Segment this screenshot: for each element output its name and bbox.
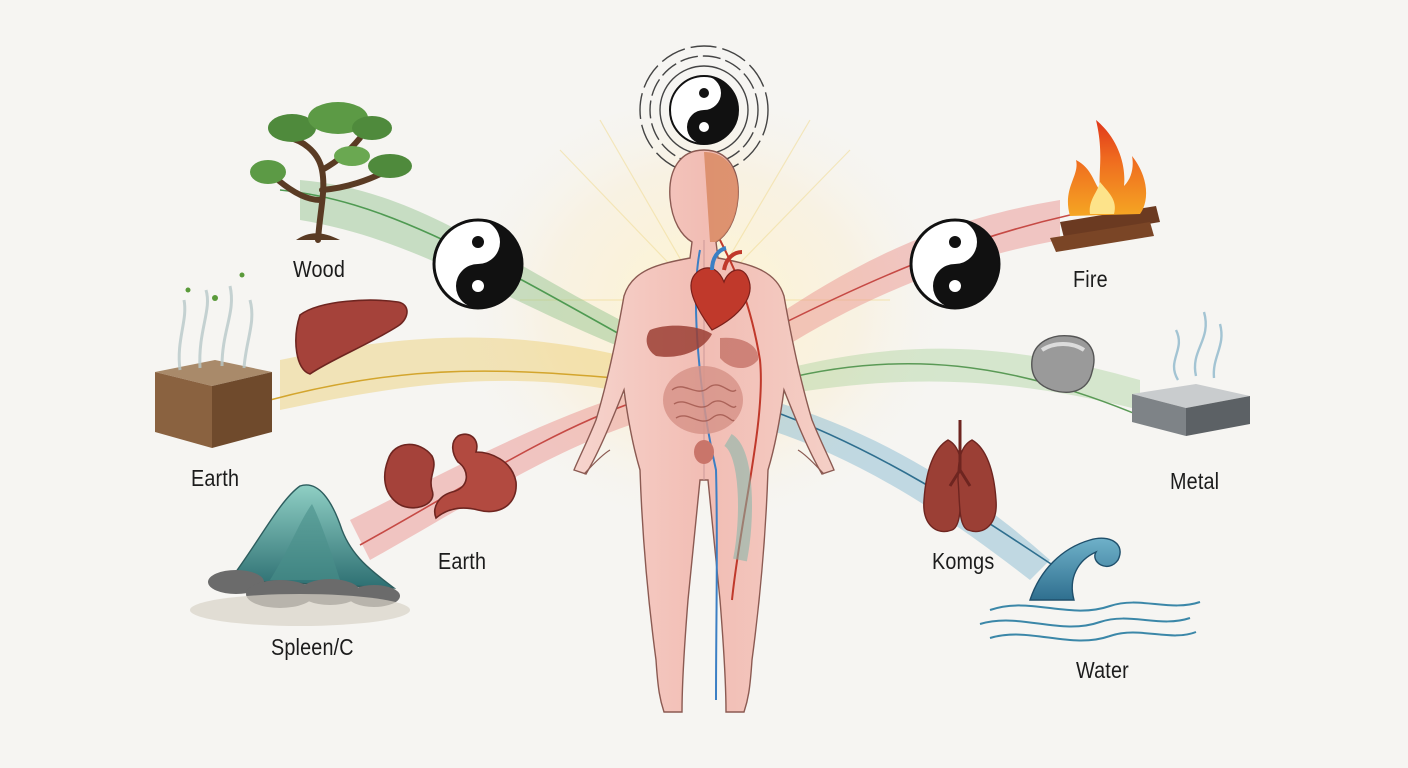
body-organs <box>646 325 759 562</box>
label-fire: Fire <box>1073 266 1108 292</box>
label-spleen: Spleen/C <box>271 634 354 660</box>
fire-icon <box>1050 120 1160 252</box>
mountain-icon <box>190 484 410 626</box>
kidney-icon <box>383 443 435 509</box>
water-ribbon <box>770 400 1050 580</box>
label-metal: Metal <box>1170 468 1220 494</box>
stone-icon <box>1031 335 1095 393</box>
lungs-icon <box>923 420 997 533</box>
tree-icon <box>250 102 412 243</box>
label-lungs: Komgs <box>932 548 995 574</box>
label-water: Water <box>1076 657 1129 683</box>
wave-icon <box>979 537 1201 642</box>
label-wood: Wood <box>293 256 346 282</box>
earth-ribbon <box>280 337 640 410</box>
metal-block-icon <box>1132 311 1250 436</box>
soil-block-icon <box>155 272 272 448</box>
liver-icon <box>295 299 408 375</box>
label-earth-left: Earth <box>191 465 240 491</box>
stomach-icon <box>434 433 517 520</box>
label-earth-center: Earth <box>438 548 487 574</box>
yin-yang-icon <box>432 218 524 310</box>
yin-yang-icon <box>669 75 739 145</box>
yin-yang-icon <box>909 218 1001 310</box>
light-rays <box>520 119 890 301</box>
heart-icon <box>690 246 751 331</box>
